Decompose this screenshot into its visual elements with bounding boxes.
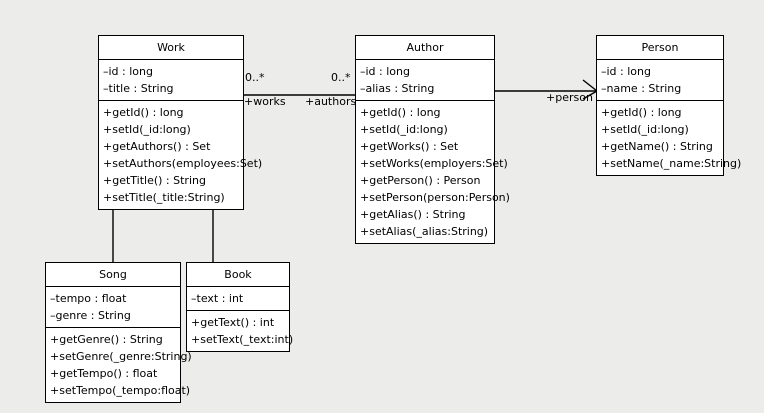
methods-compartment-person: +getId() : long +setId(_id:long) +getNam… [597, 101, 742, 175]
methods-compartment-book: +getText() : int +setText(_text:int) [187, 311, 294, 351]
attribute-row: –tempo : float [50, 292, 127, 305]
role-label-person: +person [546, 91, 593, 104]
method-row: +getGenre() : String [50, 333, 163, 346]
method-row: +setAlias(_alias:String) [360, 225, 489, 238]
method-row: +getName() : String [601, 140, 713, 153]
method-row: +getPerson() : Person [360, 174, 481, 187]
method-row: +getAlias() : String [360, 208, 466, 221]
method-row: +setTitle(_title:String) [103, 191, 225, 204]
attribute-row: –name : String [601, 82, 682, 95]
attribute-row: –text : int [191, 292, 244, 305]
method-row: +setPerson(person:Person) [360, 191, 510, 204]
methods-compartment-work: +getId() : long +setId(_id:long) +getAut… [99, 101, 263, 209]
class-name-song: Song [46, 263, 180, 287]
method-row: +getId() : long [360, 106, 441, 119]
method-row: +getTitle() : String [103, 174, 206, 187]
attribute-row: –alias : String [360, 82, 435, 95]
method-row: +setId(_id:long) [601, 123, 689, 136]
class-box-work[interactable]: Work –id : long –title : String +getId()… [98, 35, 263, 210]
multiplicity-work-end: 0..* [245, 71, 265, 84]
method-row: +getTempo() : float [50, 367, 158, 380]
class-name-work: Work [99, 36, 243, 60]
class-box-book[interactable]: Book –text : int +getText() : int +setTe… [186, 262, 294, 352]
role-label-authors: +authors [305, 95, 357, 108]
method-row: +setAuthors(employees:Set) [103, 157, 263, 170]
attributes-compartment-song: –tempo : float –genre : String [46, 287, 180, 328]
methods-compartment-song: +getGenre() : String +setGenre(_genre:St… [46, 328, 192, 402]
attribute-row: –id : long [360, 65, 410, 78]
class-name-person: Person [597, 36, 723, 60]
attribute-row: –title : String [103, 82, 174, 95]
attribute-row: –id : long [601, 65, 651, 78]
role-label-works: +works [244, 95, 286, 108]
method-row: +setGenre(_genre:String) [50, 350, 192, 363]
class-box-person[interactable]: Person –id : long –name : String +getId(… [596, 35, 742, 176]
class-name-book: Book [187, 263, 289, 287]
class-box-author[interactable]: Author –id : long –alias : String +getId… [355, 35, 510, 244]
method-row: +setId(_id:long) [103, 123, 191, 136]
class-box-song[interactable]: Song –tempo : float –genre : String +get… [45, 262, 192, 403]
attributes-compartment-work: –id : long –title : String [99, 60, 243, 101]
method-row: +setId(_id:long) [360, 123, 448, 136]
attributes-compartment-author: –id : long –alias : String [356, 60, 494, 101]
method-row: +setWorks(employers:Set) [360, 157, 508, 170]
method-row: +getAuthors() : Set [103, 140, 211, 153]
method-row: +getId() : long [601, 106, 682, 119]
attributes-compartment-person: –id : long –name : String [597, 60, 723, 101]
attribute-row: –id : long [103, 65, 153, 78]
method-row: +getWorks() : Set [360, 140, 459, 153]
method-row: +getText() : int [191, 316, 275, 329]
multiplicity-author-end: 0..* [331, 71, 351, 84]
method-row: +getId() : long [103, 106, 184, 119]
attribute-row: –genre : String [50, 309, 131, 322]
method-row: +setText(_text:int) [191, 333, 294, 346]
class-name-author: Author [356, 36, 494, 60]
methods-compartment-author: +getId() : long +setId(_id:long) +getWor… [356, 101, 510, 243]
attributes-compartment-book: –text : int [187, 287, 289, 311]
method-row: +setName(_name:String) [601, 157, 742, 170]
method-row: +setTempo(_tempo:float) [50, 384, 191, 397]
